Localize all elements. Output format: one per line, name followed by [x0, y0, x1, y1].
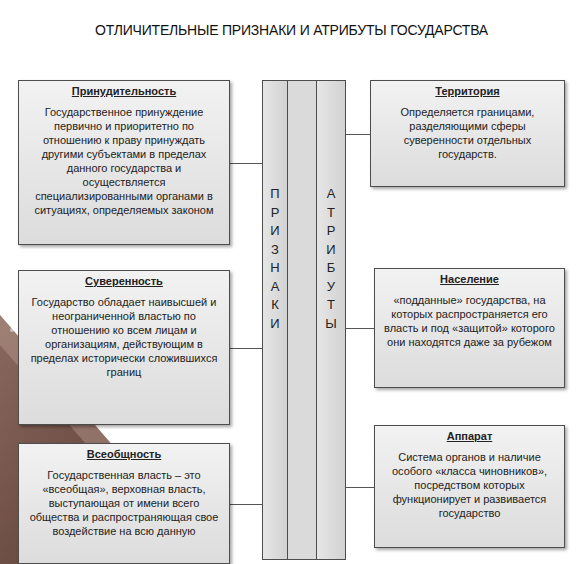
feature-box: СуверенностьГосударство обладает наивысш… — [18, 270, 230, 425]
box-body: Государственная власть – это «всеобщая»,… — [27, 468, 221, 538]
box-heading: Население — [383, 273, 556, 286]
label-band: АТРИБУТЫ — [316, 80, 346, 560]
box-body: Государство обладает наивысшей и неогран… — [27, 295, 221, 379]
box-heading: Аппарат — [383, 430, 556, 443]
box-body: Система органов и наличие особого «класс… — [383, 450, 556, 520]
vertical-label: ПРИЗНАКИ — [269, 185, 282, 333]
connector-line — [346, 487, 374, 488]
connector-line — [346, 134, 370, 135]
connector-line — [230, 348, 262, 349]
box-heading: Территория — [379, 85, 556, 98]
box-body: «подданные» государства, на которых расп… — [383, 293, 556, 349]
vertical-label: АТРИБУТЫ — [325, 185, 338, 333]
box-heading: Всеобщность — [27, 448, 221, 461]
box-heading: Суверенность — [27, 275, 221, 288]
band-outline — [263, 81, 346, 560]
box-heading: Принудительность — [27, 85, 221, 98]
feature-box: ПринудительностьГосударственное принужде… — [18, 80, 230, 245]
box-body: Государственное принуждение первично и п… — [27, 105, 221, 217]
box-body: Определяется границами, разделяющими сфе… — [379, 105, 556, 161]
diagram-title: ОТЛИЧИТЕЛЬНЫЕ ПРИЗНАКИ И АТРИБУТЫ ГОСУДА… — [0, 22, 583, 38]
deco-dot — [10, 328, 14, 332]
connector-line — [346, 328, 374, 329]
connector-line — [230, 504, 262, 505]
feature-box: ТерриторияОпределяется границами, раздел… — [370, 80, 565, 187]
feature-box: АппаратСистема органов и наличие особого… — [374, 425, 565, 548]
label-band: ПРИЗНАКИ — [262, 80, 288, 560]
feature-box: ВсеобщностьГосударственная власть – это … — [18, 443, 230, 564]
connector-line — [230, 163, 262, 164]
feature-box: Население «подданные» государства, на кот… — [374, 268, 565, 388]
